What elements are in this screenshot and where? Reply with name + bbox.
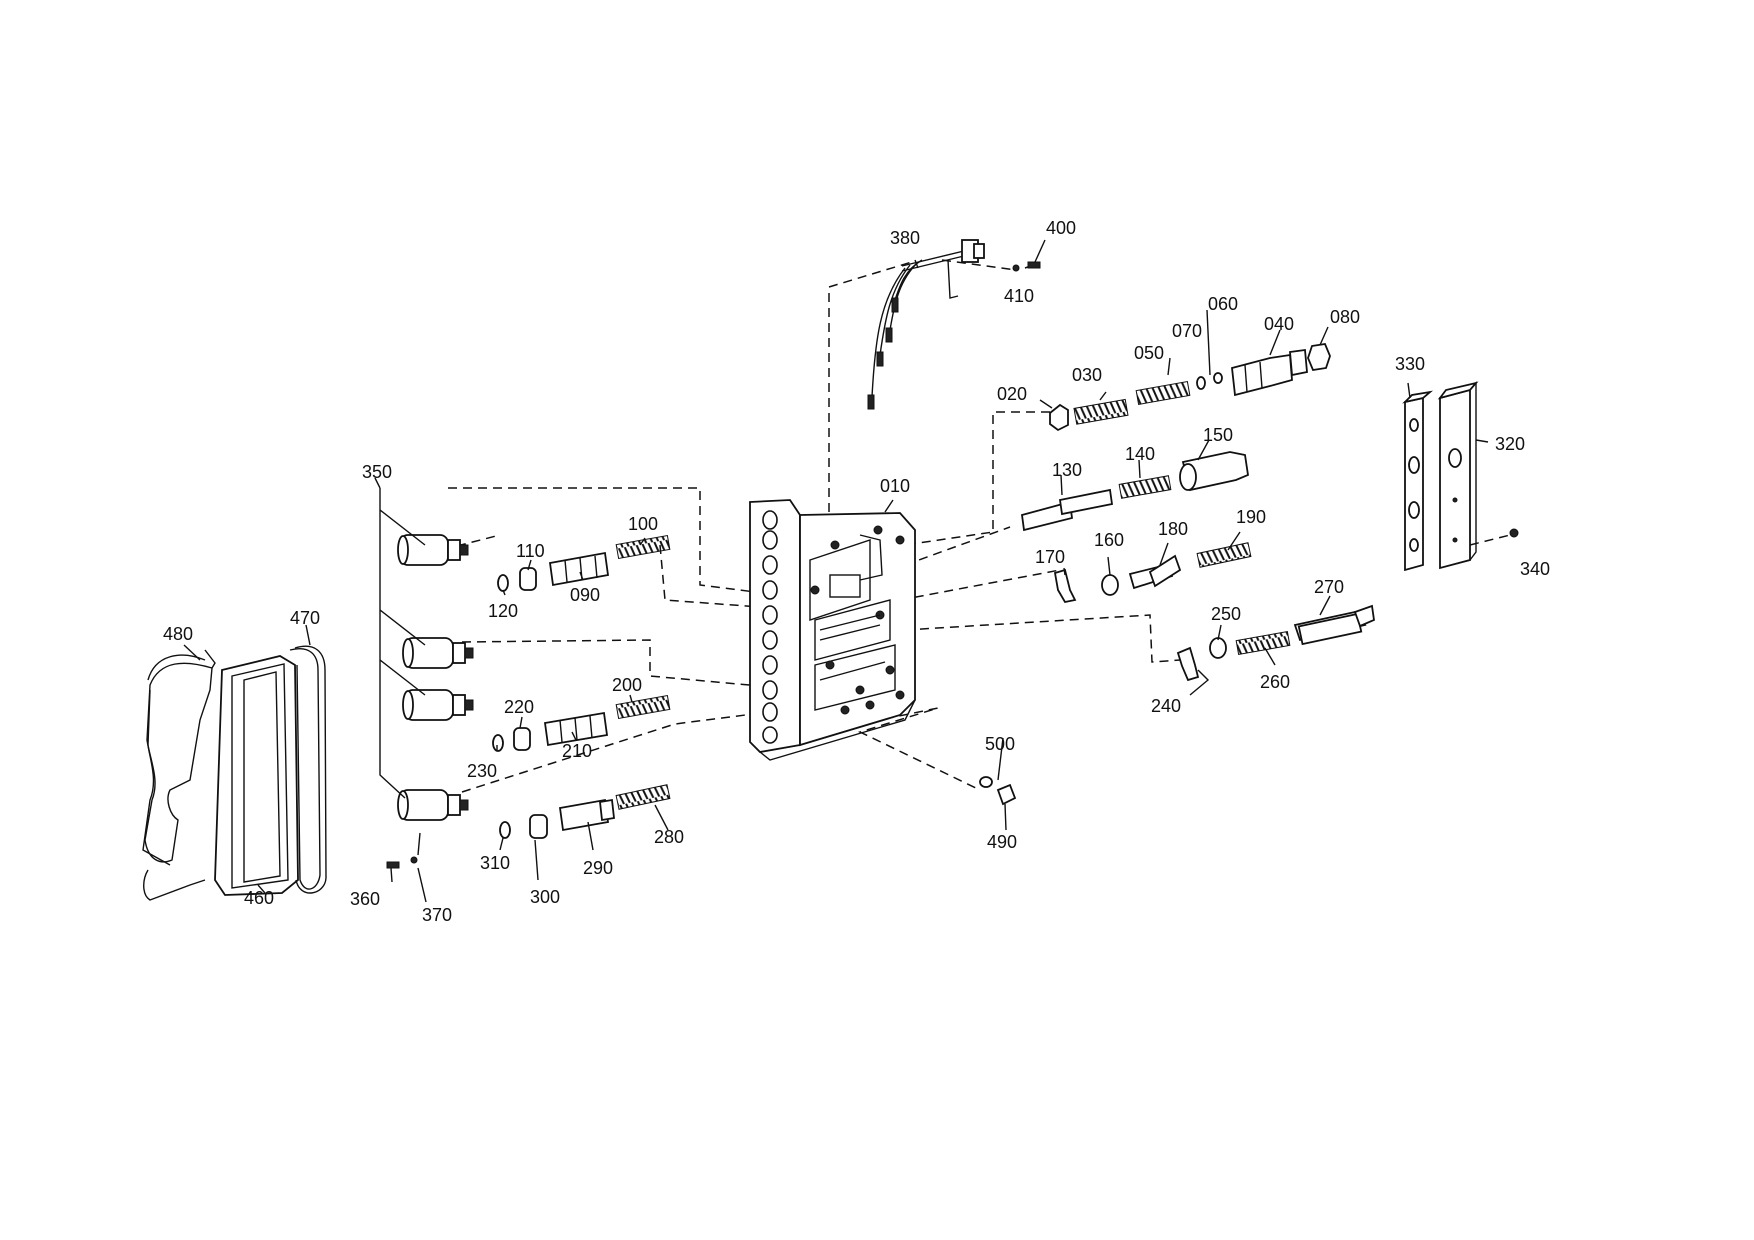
label-480: 480 [163,624,193,644]
label-010: 010 [880,476,910,496]
middle-right-parts [1021,451,1252,604]
cover-group [142,645,327,901]
label-050: 050 [1134,343,1164,363]
label-180: 180 [1158,519,1188,539]
label-500: 500 [985,734,1015,754]
label-020: 020 [997,384,1027,404]
part-020-shape [1049,403,1069,432]
label-100: 100 [628,514,658,534]
label-030: 030 [1072,365,1102,385]
label-190: 190 [1236,507,1266,527]
label-290: 290 [583,858,613,878]
label-300: 300 [530,887,560,907]
wire-harness-380 [867,239,1041,410]
label-260: 260 [1260,672,1290,692]
label-410: 410 [1004,286,1034,306]
label-280: 280 [654,827,684,847]
label-110: 110 [516,541,545,561]
label-320: 320 [1495,434,1525,454]
plates-320-330 [1402,381,1519,572]
label-060: 060 [1208,294,1238,314]
label-340: 340 [1520,559,1550,579]
small-fasteners [386,776,1017,869]
label-040: 040 [1264,314,1294,334]
lower-right-parts [1176,604,1375,682]
label-240: 240 [1151,696,1181,716]
label-400: 400 [1046,218,1076,238]
left-row-parts [492,535,671,839]
label-090: 090 [570,585,600,605]
label-460: 460 [244,888,274,908]
label-490: 490 [987,832,1017,852]
label-200: 200 [612,675,642,695]
label-130: 130 [1052,460,1082,480]
label-360: 360 [350,889,380,909]
label-350: 350 [362,462,392,482]
label-330: 330 [1395,354,1425,374]
label-250: 250 [1211,604,1241,624]
label-270: 270 [1314,577,1344,597]
label-470: 470 [290,608,320,628]
label-070: 070 [1172,321,1202,341]
label-220: 220 [504,697,534,717]
label-370: 370 [422,905,452,925]
label-230: 230 [467,761,497,781]
label-160: 160 [1094,530,1124,550]
valve-body-010 [749,499,916,761]
top-row-parts [1049,343,1331,432]
label-140: 140 [1125,444,1155,464]
label-120: 120 [488,601,518,621]
label-380: 380 [890,228,920,248]
leader-lines [183,239,1489,903]
label-150: 150 [1203,425,1233,445]
solenoids-350 [379,488,474,821]
part-labels: 010 020 030 040 050 060 070 080 090 100 … [163,218,1550,925]
label-210: 210 [562,741,592,761]
label-310: 310 [480,853,510,873]
label-080: 080 [1330,307,1360,327]
label-170: 170 [1035,547,1065,567]
